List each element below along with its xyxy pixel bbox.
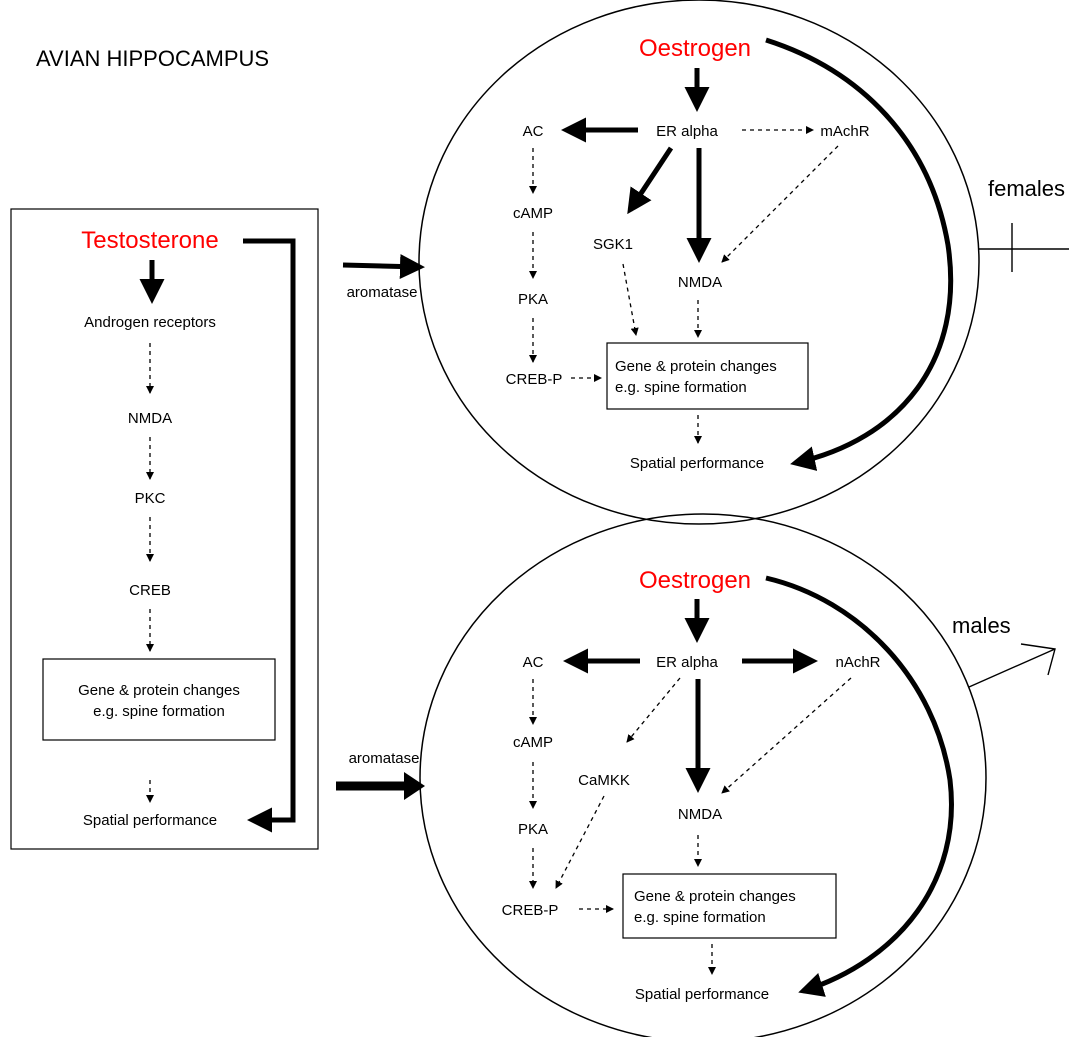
male-arrow-er-to-camkk <box>626 677 681 743</box>
male-oestrogen-label: Oestrogen <box>639 567 751 594</box>
female-gene-line1: Gene & protein changes <box>615 358 777 375</box>
male-pka-label: PKA <box>518 821 548 838</box>
male-camp-label: cAMP <box>513 734 553 751</box>
male-gene-line2: e.g. spine formation <box>634 909 766 926</box>
female-machr-label: mAchR <box>820 123 869 140</box>
left-gene-box <box>42 658 276 741</box>
arrow-testosterone-to-spatial <box>243 238 296 833</box>
left-gene-line2: e.g. spine formation <box>93 703 225 720</box>
male-gene-box <box>622 873 837 939</box>
female-arrow-sgk1-to-gene <box>622 263 639 336</box>
left-creb-label: CREB <box>129 582 171 599</box>
female-gene-box <box>606 342 809 410</box>
aromatase-label-top: aromatase <box>347 284 418 301</box>
male-symbol-stem <box>968 648 1056 688</box>
female-circle <box>418 0 980 525</box>
male-spatial-label: Spatial performance <box>635 986 769 1003</box>
left-gene-line1: Gene & protein changes <box>78 682 240 699</box>
female-spatial-label: Spatial performance <box>630 455 764 472</box>
male-arrow-camkk-to-creb <box>555 795 605 889</box>
female-arrow-er-to-sgk1 <box>627 146 674 215</box>
left-spatial-label: Spatial performance <box>83 812 217 829</box>
left-panel-frame <box>10 208 319 850</box>
female-creb-p-label: CREB-P <box>506 371 563 388</box>
testosterone-label: Testosterone <box>81 227 218 254</box>
left-pkc-label: PKC <box>135 490 166 507</box>
aromatase-label-bottom: aromatase <box>349 750 420 767</box>
male-ac-label: AC <box>523 654 544 671</box>
aromatase-arrow-top <box>342 253 425 279</box>
female-arrow-machr-to-nmda <box>721 145 839 263</box>
female-sgk1-label: SGK1 <box>593 236 633 253</box>
left-nmda-label: NMDA <box>128 410 172 427</box>
female-oestrogen-label: Oestrogen <box>639 35 751 62</box>
male-circle <box>419 513 987 1037</box>
diagram-title: AVIAN HIPPOCAMPUS <box>36 46 269 71</box>
female-camp-label: cAMP <box>513 205 553 222</box>
aromatase-arrow-bottom-head <box>404 772 425 800</box>
male-sex-label: males <box>952 613 1011 638</box>
male-er-alpha-label: ER alpha <box>656 654 718 671</box>
male-nmda-label: NMDA <box>678 806 722 823</box>
male-creb-p-label: CREB-P <box>502 902 559 919</box>
female-gene-line2: e.g. spine formation <box>615 379 747 396</box>
female-nmda-label: NMDA <box>678 274 722 291</box>
androgen-receptors-label: Androgen receptors <box>84 314 216 331</box>
female-pka-label: PKA <box>518 291 548 308</box>
female-ac-label: AC <box>523 123 544 140</box>
female-sex-label: females <box>988 176 1065 201</box>
female-arrow-oestrogen-to-spatial <box>765 37 954 471</box>
male-camkk-label: CaMKK <box>578 772 630 789</box>
male-arrow-nachr-to-nmda <box>721 677 852 794</box>
male-nachr-label: nAchR <box>835 654 880 671</box>
female-er-alpha-label: ER alpha <box>656 123 718 140</box>
male-symbol-arrowhead <box>1020 643 1056 676</box>
male-arrow-oestrogen-to-spatial <box>765 575 954 997</box>
male-gene-line1: Gene & protein changes <box>634 888 796 905</box>
